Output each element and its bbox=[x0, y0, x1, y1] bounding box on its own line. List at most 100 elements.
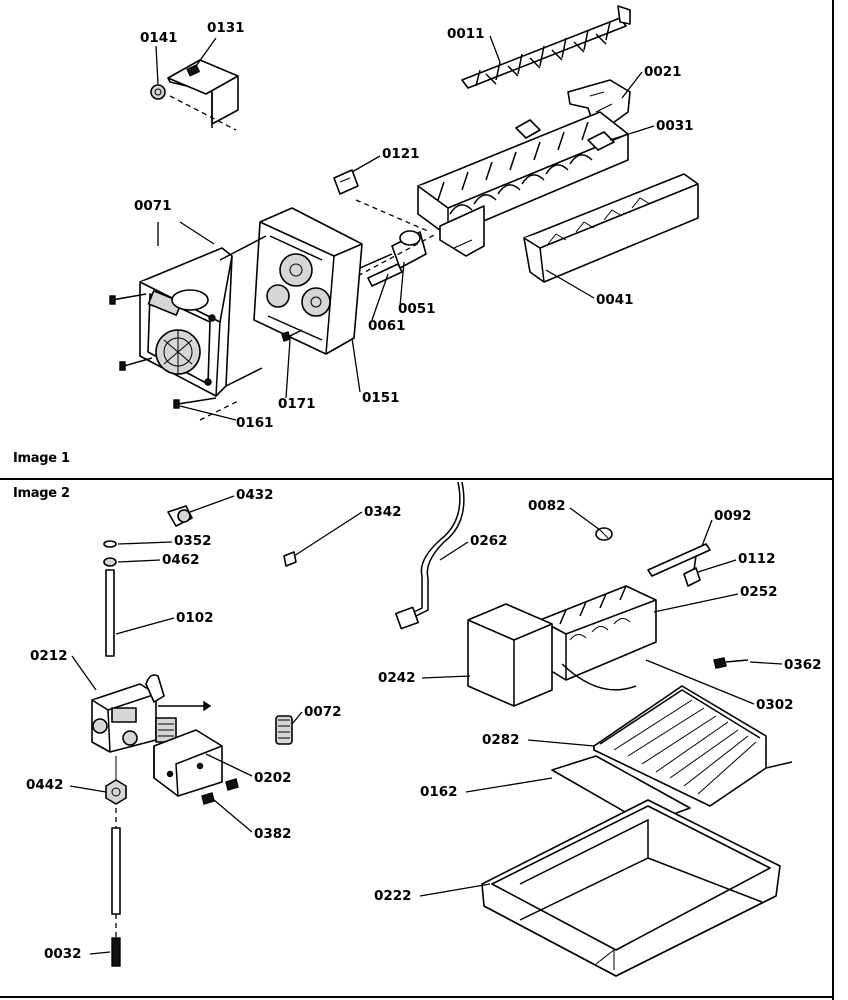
part-cover-0071 bbox=[139, 235, 267, 397]
leader-line-0092 bbox=[701, 519, 713, 547]
part-shelf-0282 bbox=[593, 685, 793, 807]
callout-label-0071: 0071 bbox=[134, 198, 172, 214]
callout-label-0342: 0342 bbox=[364, 504, 402, 520]
callout-leaders bbox=[69, 35, 783, 955]
part-fitting-0432 bbox=[167, 505, 193, 527]
leader-line-0151 bbox=[351, 337, 361, 393]
leader-line-0161 bbox=[179, 405, 237, 421]
leader-line-0011 bbox=[489, 35, 501, 63]
callout-label-0462: 0462 bbox=[162, 552, 200, 568]
leader-line-0262 bbox=[439, 541, 469, 561]
leader-line-0202 bbox=[205, 753, 253, 777]
leader-line-0102 bbox=[115, 617, 175, 635]
leader-line-0141 bbox=[155, 45, 159, 85]
screws-image-1 bbox=[109, 293, 303, 421]
callout-label-0082: 0082 bbox=[528, 498, 566, 514]
frame-bottom-border bbox=[0, 996, 834, 998]
part-shield-0041 bbox=[523, 173, 699, 283]
part-tube-0102 bbox=[105, 569, 115, 657]
callout-label-0202: 0202 bbox=[254, 770, 292, 786]
callout-label-0141: 0141 bbox=[140, 30, 178, 46]
part-bracket-0131 bbox=[150, 59, 239, 131]
leader-line-0212 bbox=[71, 655, 97, 691]
leader-line-0242 bbox=[421, 675, 471, 679]
panel-1-title: Image 1 bbox=[13, 451, 70, 466]
callout-label-0242: 0242 bbox=[378, 670, 416, 686]
leader-line-0462 bbox=[117, 559, 161, 563]
leader-line-0252 bbox=[653, 593, 739, 613]
leader-line-0382 bbox=[213, 799, 253, 833]
part-nut-0442 bbox=[105, 779, 127, 805]
leader-line-0032 bbox=[89, 951, 111, 955]
part-motor-0051 bbox=[349, 199, 437, 287]
leader-line-0362 bbox=[749, 661, 783, 665]
callout-label-0032: 0032 bbox=[44, 946, 82, 962]
callout-label-0362: 0362 bbox=[784, 657, 822, 673]
callout-label-0041: 0041 bbox=[596, 292, 634, 308]
callout-label-0382: 0382 bbox=[254, 826, 292, 842]
part-clip-0082 bbox=[595, 527, 613, 541]
leader-line-0071 bbox=[157, 221, 215, 246]
callout-label-0102: 0102 bbox=[176, 610, 214, 626]
leader-line-0072 bbox=[291, 711, 303, 725]
callout-label-0151: 0151 bbox=[362, 390, 400, 406]
part-housing-0151 bbox=[253, 207, 363, 355]
part-grommet-0462 bbox=[103, 557, 117, 567]
leader-line-0162 bbox=[465, 777, 553, 793]
panel-divider bbox=[0, 478, 834, 480]
leader-line-0222 bbox=[419, 883, 491, 897]
callout-label-0252: 0252 bbox=[740, 584, 778, 600]
part-bracket-0202 bbox=[153, 729, 223, 797]
callout-label-0302: 0302 bbox=[756, 697, 794, 713]
callout-label-0011: 0011 bbox=[447, 26, 485, 42]
part-icemaker-0252 bbox=[539, 585, 657, 691]
callout-label-0072: 0072 bbox=[304, 704, 342, 720]
part-clip-0121 bbox=[333, 169, 359, 195]
frame-right-border bbox=[832, 0, 834, 1000]
leader-line-0131 bbox=[195, 37, 217, 67]
callout-label-0031: 0031 bbox=[656, 118, 694, 134]
part-coil-0072 bbox=[275, 715, 293, 745]
callout-label-0282: 0282 bbox=[482, 732, 520, 748]
leader-line-0051 bbox=[399, 261, 405, 307]
leader-line-0061 bbox=[371, 273, 389, 321]
callout-label-0222: 0222 bbox=[374, 888, 412, 904]
panel-2-title: Image 2 bbox=[13, 486, 70, 501]
leader-line-0432 bbox=[189, 495, 235, 513]
leader-line-0041 bbox=[545, 269, 595, 299]
part-mold-0031 bbox=[417, 111, 629, 257]
part-housing-0242 bbox=[467, 603, 553, 707]
callout-label-0432: 0432 bbox=[236, 487, 274, 503]
leader-line-0302 bbox=[645, 659, 755, 705]
callout-label-0112: 0112 bbox=[738, 551, 776, 567]
part-screw-0362 bbox=[713, 657, 749, 669]
leader-line-0031 bbox=[609, 125, 655, 141]
callout-label-0212: 0212 bbox=[30, 648, 68, 664]
callout-label-0161: 0161 bbox=[236, 415, 274, 431]
part-shaft-0092 bbox=[647, 543, 711, 577]
callout-label-0021: 0021 bbox=[644, 64, 682, 80]
callout-label-0121: 0121 bbox=[382, 146, 420, 162]
leader-line-0171 bbox=[285, 339, 291, 399]
callout-label-0051: 0051 bbox=[398, 301, 436, 317]
leader-line-0282 bbox=[527, 739, 595, 747]
part-screws-0382 bbox=[201, 778, 239, 805]
leader-line-0082 bbox=[569, 507, 601, 531]
part-tube-0032 bbox=[111, 808, 121, 967]
leader-line-0442 bbox=[69, 785, 107, 793]
leader-line-0342 bbox=[293, 511, 363, 557]
callout-label-0131: 0131 bbox=[207, 20, 245, 36]
callout-label-0442: 0442 bbox=[26, 777, 64, 793]
part-valve-0212 bbox=[91, 674, 212, 753]
part-harness-0262 bbox=[395, 481, 465, 630]
part-bin-0222 bbox=[481, 799, 781, 977]
callout-label-0162: 0162 bbox=[420, 784, 458, 800]
part-grommet-0342 bbox=[283, 551, 297, 567]
callout-label-0061: 0061 bbox=[368, 318, 406, 334]
part-clamp-0352 bbox=[103, 540, 117, 548]
leader-line-0021 bbox=[621, 71, 643, 99]
callout-label-0352: 0352 bbox=[174, 533, 212, 549]
callout-label-0092: 0092 bbox=[714, 508, 752, 524]
leader-line-0121 bbox=[351, 155, 381, 173]
